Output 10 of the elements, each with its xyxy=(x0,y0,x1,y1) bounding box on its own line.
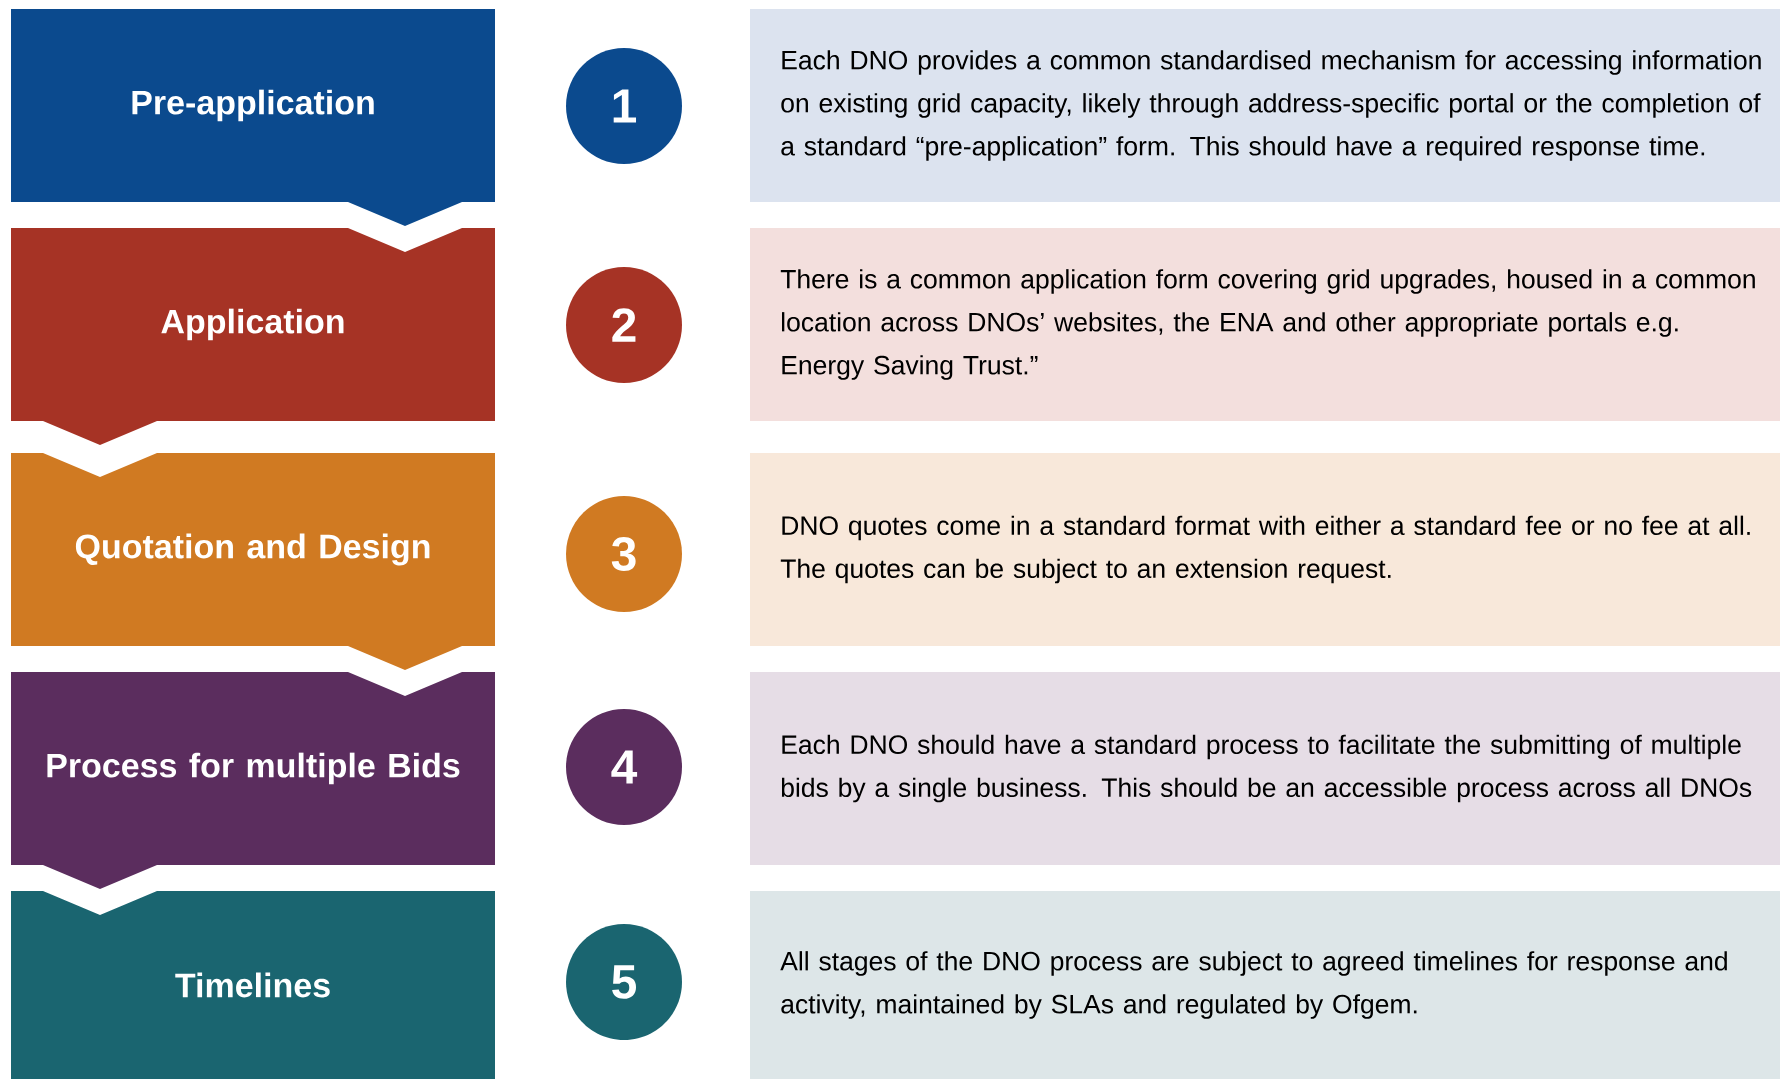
stage-banner: Timelines xyxy=(11,891,495,1079)
description-panel: DNO quotes come in a standard format with either a standard fee or no fee at all. The quotes can be subject to an extension request. xyxy=(750,453,1780,646)
description-panel: Each DNO should have a standard process to facilitate the submitting of multiple bids by a single business. This should be an accessible process across all DNOs xyxy=(750,672,1780,865)
stage-banner: Application xyxy=(11,228,495,445)
description-panel: Each DNO provides a common standardised mechanism for accessing information on existing grid capacity, likely through address-specific portal or the completion of a standard “pre-application” form. This should have a required response time. xyxy=(750,9,1780,202)
stage-banner: Pre-application xyxy=(11,9,495,226)
stage-banner: Process for multiple Bids xyxy=(11,672,495,889)
description-panel: All stages of the DNO process are subject to agreed timelines for response and activity, maintained by SLAs and regulated by Ofgem. xyxy=(750,891,1780,1079)
description-panel: There is a common application form covering grid upgrades, housed in a common location across DNOs’ websites, the ENA and other appropriate portals e.g. Energy Saving Trust.” xyxy=(750,228,1780,421)
stage-banner: Quotation and Design xyxy=(11,453,495,670)
